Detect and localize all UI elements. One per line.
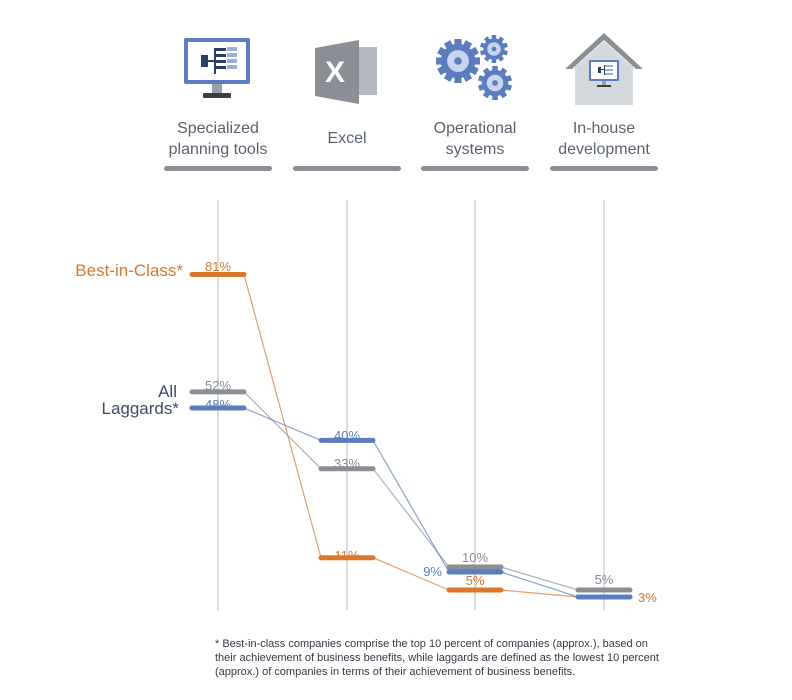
gears-icon xyxy=(436,35,513,100)
value-label-all: 33% xyxy=(334,456,360,471)
category-header-bar xyxy=(550,166,658,171)
category-label-excel: Excel xyxy=(327,130,367,147)
value-label-laggards: 48% xyxy=(205,397,231,412)
value-label-laggards: 40% xyxy=(334,428,360,443)
value-label-laggards: 9% xyxy=(423,564,442,579)
svg-text:X: X xyxy=(325,56,345,89)
series-connector-all xyxy=(243,391,322,470)
category-header-bar xyxy=(164,166,272,171)
series-connector-all xyxy=(500,566,579,591)
category-label-specialized-planning-tools: Specialized planning tools xyxy=(168,120,268,158)
value-label-all: 10% xyxy=(462,550,488,565)
value-label-best-in-class: 5% xyxy=(466,573,485,588)
monitor-flowchart-icon xyxy=(184,38,250,98)
series-connector-laggards xyxy=(500,571,579,598)
value-label-best-in-class: 81% xyxy=(205,259,231,274)
series-label-all: All xyxy=(158,382,177,401)
series-label-laggards: Laggards* xyxy=(101,399,179,418)
category-header-bar xyxy=(421,166,529,171)
value-label-best-in-class: 3% xyxy=(638,590,657,605)
category-header-bar xyxy=(293,166,401,171)
series-connector-best-in-class xyxy=(500,589,579,598)
excel-icon: X xyxy=(315,40,377,104)
category-label-operational-systems: Operational systems xyxy=(433,120,517,158)
series-label-best-in-class: Best-in-Class* xyxy=(75,261,183,280)
series-connector-best-in-class xyxy=(372,557,450,591)
value-label-all: 52% xyxy=(205,378,231,393)
series-connector-laggards xyxy=(243,407,322,441)
category-label-in-house-development: In-house development xyxy=(558,120,650,158)
value-label-all: 5% xyxy=(595,572,614,587)
series-connector-best-in-class xyxy=(243,274,322,558)
series-connector-laggards xyxy=(372,440,450,573)
value-label-best-in-class: 11% xyxy=(334,548,359,563)
house-monitor-icon xyxy=(565,33,643,105)
footnote: * Best-in-class companies comprise the t… xyxy=(215,638,659,678)
